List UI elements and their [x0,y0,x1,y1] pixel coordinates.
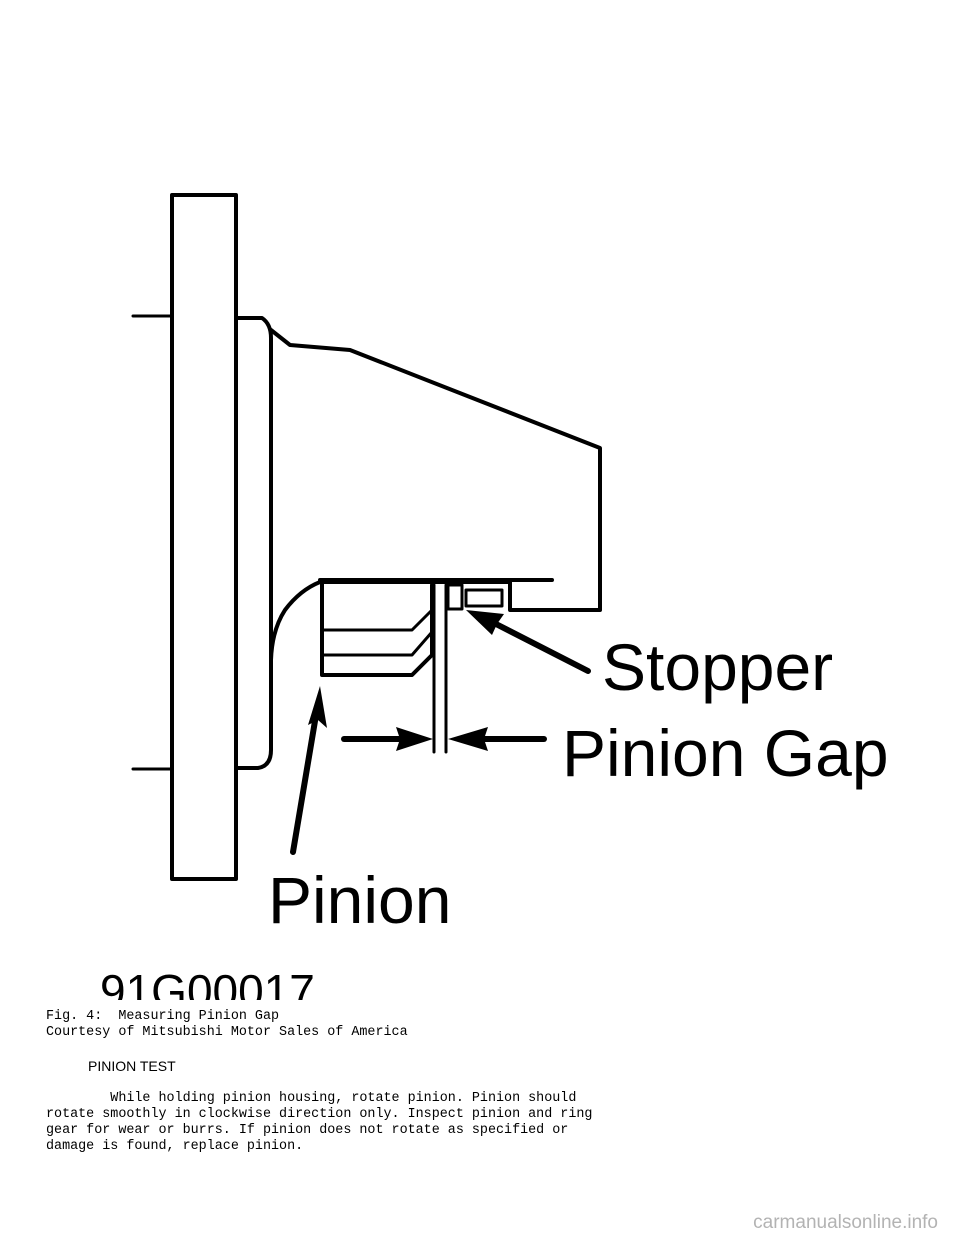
pinion-arrow-shaft [290,712,319,855]
mounting-plate [170,193,238,881]
paragraph-line: damage is found, replace pinion. [46,1139,304,1154]
gap-arrow-right-head [448,727,488,751]
stopper [446,583,464,611]
stopper-arrow-shaft [493,621,591,674]
site-watermark: carmanualsonline.info [753,1212,938,1233]
caption-credit: Courtesy of Mitsubishi Motor Sales of Am… [46,1025,408,1040]
stopper-label: Stopper [602,630,833,704]
pinion-test-paragraph: While holding pinion housing, rotate pin… [46,1091,592,1155]
pinion-tooth-1 [320,608,434,632]
stopper-arrow-head [466,610,504,635]
pinion-tooth-2 [320,630,434,657]
paragraph-line: While holding pinion housing, rotate pin… [46,1091,577,1106]
section-heading: PINION TEST [88,1058,176,1074]
pinion-gap-diagram: Stopper Pinion Gap Pinion 91G00017 [100,193,889,1000]
paragraph-line: gear for wear or burrs. If pinion does n… [46,1123,569,1138]
figure-code: 91G00017 [100,965,315,1000]
gap-arrow-left-head [396,727,433,751]
pinion-gap-label: Pinion Gap [562,716,889,790]
inner-flange [234,316,273,770]
caption-title: Fig. 4: Measuring Pinion Gap [46,1009,280,1024]
housing-body [269,328,602,612]
paragraph-line: rotate smoothly in clockwise direction o… [46,1107,593,1122]
housing-front-curve [269,580,322,662]
stopper-tab [464,588,504,608]
pinion-arrow-head [308,686,327,728]
pinion-label: Pinion [268,863,451,937]
